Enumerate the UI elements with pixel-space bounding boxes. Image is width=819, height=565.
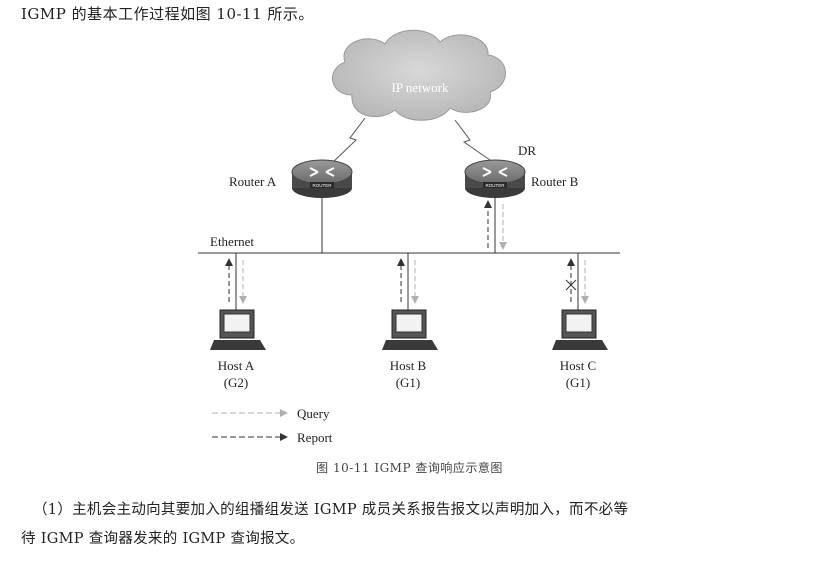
router-a: ROUTER	[291, 159, 353, 198]
host-a-name: Host A	[218, 358, 255, 373]
host-c-suppressed-x-icon	[565, 279, 577, 291]
router-b-badge: ROUTER	[486, 183, 506, 188]
host-b-group: (G1)	[396, 375, 421, 390]
legend-query-label: Query	[297, 406, 330, 421]
intro-text: IGMP 的基本工作过程如图 10-11 所示。	[21, 5, 314, 23]
ip-network-cloud: IP network	[331, 29, 506, 121]
router-a-badge: ROUTER	[313, 183, 333, 188]
host-b-computer-icon	[382, 309, 438, 350]
paragraph-line-2: 待 IGMP 查询器发来的 IGMP 查询报文。	[21, 531, 305, 547]
legend: Query Report	[212, 406, 333, 445]
paragraph-line-1: （1）主机会主动向其要加入的组播组发送 IGMP 成员关系报告报文以声明加入，而…	[33, 502, 629, 518]
host-a-group: (G2)	[224, 375, 249, 390]
ethernet-label: Ethernet	[210, 234, 254, 249]
legend-report-label: Report	[297, 430, 333, 445]
host-a-computer-icon	[210, 309, 266, 350]
router-b-label: Router B	[531, 174, 579, 189]
figure-caption: 图 10-11 IGMP 查询响应示意图	[316, 461, 503, 475]
router-a-label: Router A	[229, 174, 277, 189]
host-b-name: Host B	[390, 358, 427, 373]
cloud-label: IP network	[392, 80, 449, 95]
router-b: ROUTER	[464, 159, 526, 198]
dr-label: DR	[518, 143, 536, 158]
host-c-group: (G1)	[566, 375, 591, 390]
igmp-diagram: IP network ROUTER Router A ROUTER DR Rou…	[198, 29, 620, 445]
host-c-name: Host C	[560, 358, 596, 373]
body-paragraph: （1）主机会主动向其要加入的组播组发送 IGMP 成员关系报告报文以声明加入，而…	[21, 496, 801, 554]
wan-link-a	[329, 117, 366, 166]
wan-link-b	[454, 119, 491, 161]
host-c-computer-icon	[552, 309, 608, 350]
